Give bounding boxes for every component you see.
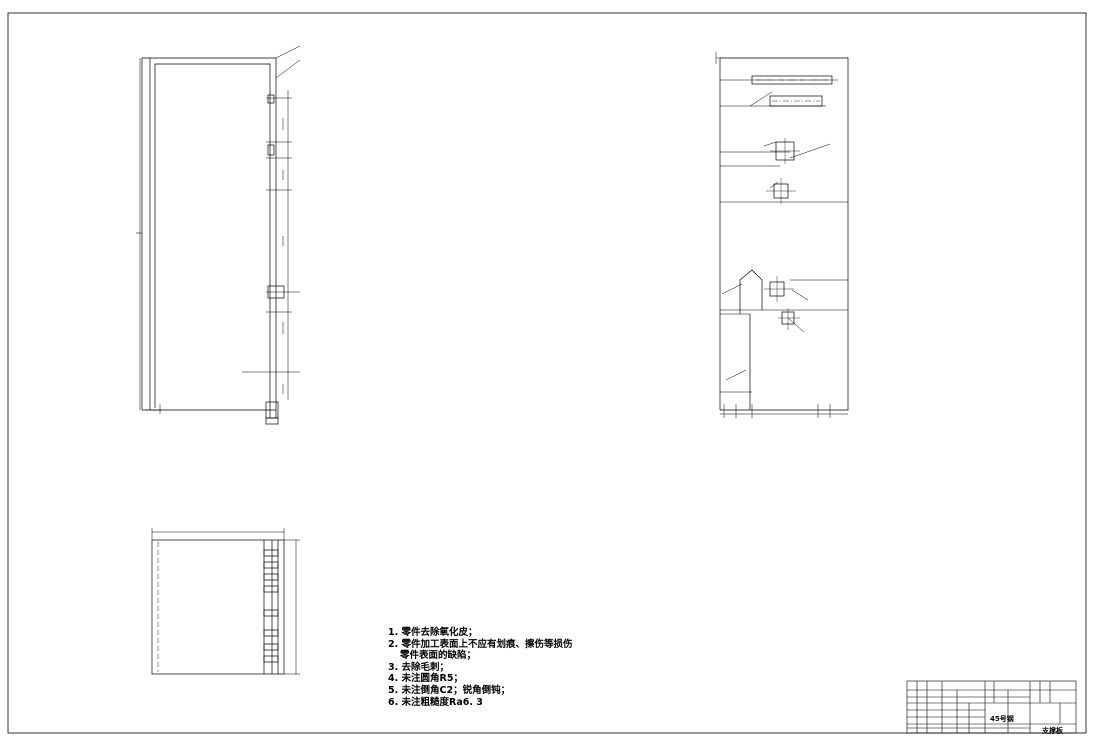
title-block bbox=[906, 680, 1077, 734]
dimension-overall-height: dim bbox=[136, 231, 142, 235]
requirement-line: 4. 未注圆角R5； bbox=[388, 673, 463, 685]
front-view bbox=[715, 52, 849, 418]
side-view: dim bbox=[136, 45, 301, 425]
requirement-line: 零件表面的缺陷； bbox=[400, 650, 477, 662]
requirement-line: 3. 去除毛刺； bbox=[388, 661, 450, 673]
requirement-line: 1. 零件去除氧化皮； bbox=[388, 627, 478, 638]
technical-requirements: 1. 零件去除氧化皮； 2. 零件加工表面上不应有划痕、擦伤等损伤 零件表面的缺… bbox=[388, 627, 573, 708]
requirement-line: 2. 零件加工表面上不应有划痕、擦伤等损伤 bbox=[388, 638, 573, 650]
requirement-line: 5. 未注倒角C2；锐角倒钝； bbox=[388, 684, 511, 696]
drawing-frame bbox=[7, 12, 1087, 734]
top-view bbox=[151, 528, 300, 675]
title-block-part-name: 支撑板 bbox=[1042, 727, 1063, 735]
title-block-material: 45号钢 bbox=[990, 715, 1014, 723]
requirement-line: 6. 未注粗糙度Ra6. 3 bbox=[388, 696, 483, 708]
